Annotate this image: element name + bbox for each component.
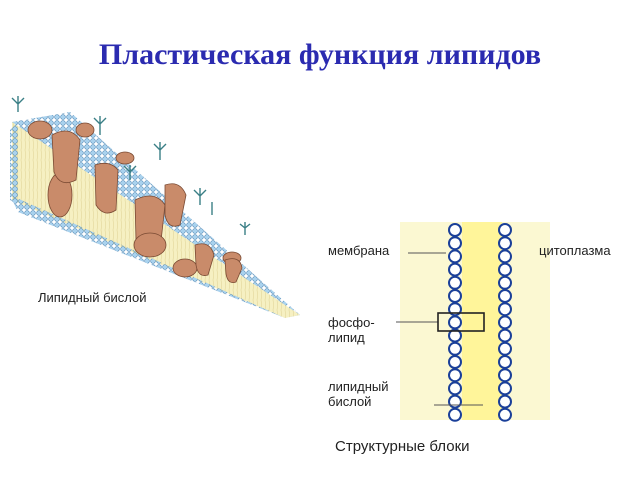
phospholipid-head: [448, 275, 462, 290]
phospholipid-head: [498, 381, 512, 396]
slide-title: Пластическая функция липидов: [98, 38, 542, 71]
phospholipid-head: [448, 328, 462, 343]
right-figure-caption: Структурные блоки: [335, 438, 470, 455]
phospholipid-heads-right: [498, 223, 512, 422]
phospholipid-heads-left: [448, 223, 462, 422]
phospholipid-head: [448, 341, 462, 356]
phospholipid-head: [448, 289, 462, 303]
phospholipid-head: [448, 407, 462, 422]
phospholipid-head: [498, 275, 512, 290]
phospholipid-head: [448, 315, 462, 330]
phospholipid-head: [498, 262, 512, 277]
bilayer-label-line1: липидный: [328, 379, 389, 394]
yellow-band: [462, 222, 502, 420]
phospholipid-head: [498, 249, 512, 264]
glycan-chains: [11, 96, 251, 235]
phospholipid-label-line1: фосфо-: [328, 315, 375, 330]
phospholipid-head: [448, 368, 462, 383]
phospholipid-head: [498, 407, 512, 422]
phospholipid-head: [498, 328, 512, 343]
phospholipid-head: [448, 249, 462, 264]
left-figure-caption: Липидный бислой: [38, 290, 147, 305]
phospholipid-head: [498, 355, 512, 369]
phospholipid-head: [448, 236, 462, 251]
membrane-proteins: [27, 120, 243, 284]
phospholipid-head: [498, 289, 512, 303]
bilayer-label-line2: бислой: [328, 394, 372, 409]
phospholipid-head: [448, 262, 462, 277]
phospholipid-head: [448, 394, 462, 409]
lipid-bilayer-illustration: [10, 96, 300, 320]
phospholipid-head: [498, 236, 512, 251]
phospholipid-head: [498, 368, 512, 383]
phospholipid-head: [498, 341, 512, 356]
phospholipid-head: [498, 394, 512, 409]
structural-blocks-diagram: [396, 222, 550, 422]
phospholipid-head: [498, 223, 512, 237]
phospholipid-head: [448, 381, 462, 396]
phospholipid-head: [498, 315, 512, 330]
phospholipid-head: [498, 302, 512, 317]
phospholipid-head: [448, 223, 462, 237]
phospholipid-head: [448, 355, 462, 369]
phospholipid-label-line2: липид: [328, 330, 365, 345]
phospholipid-highlight-box: [437, 312, 485, 332]
membrane-label: мембрана: [328, 243, 390, 258]
cytoplasm-label: цитоплазма: [539, 243, 611, 258]
